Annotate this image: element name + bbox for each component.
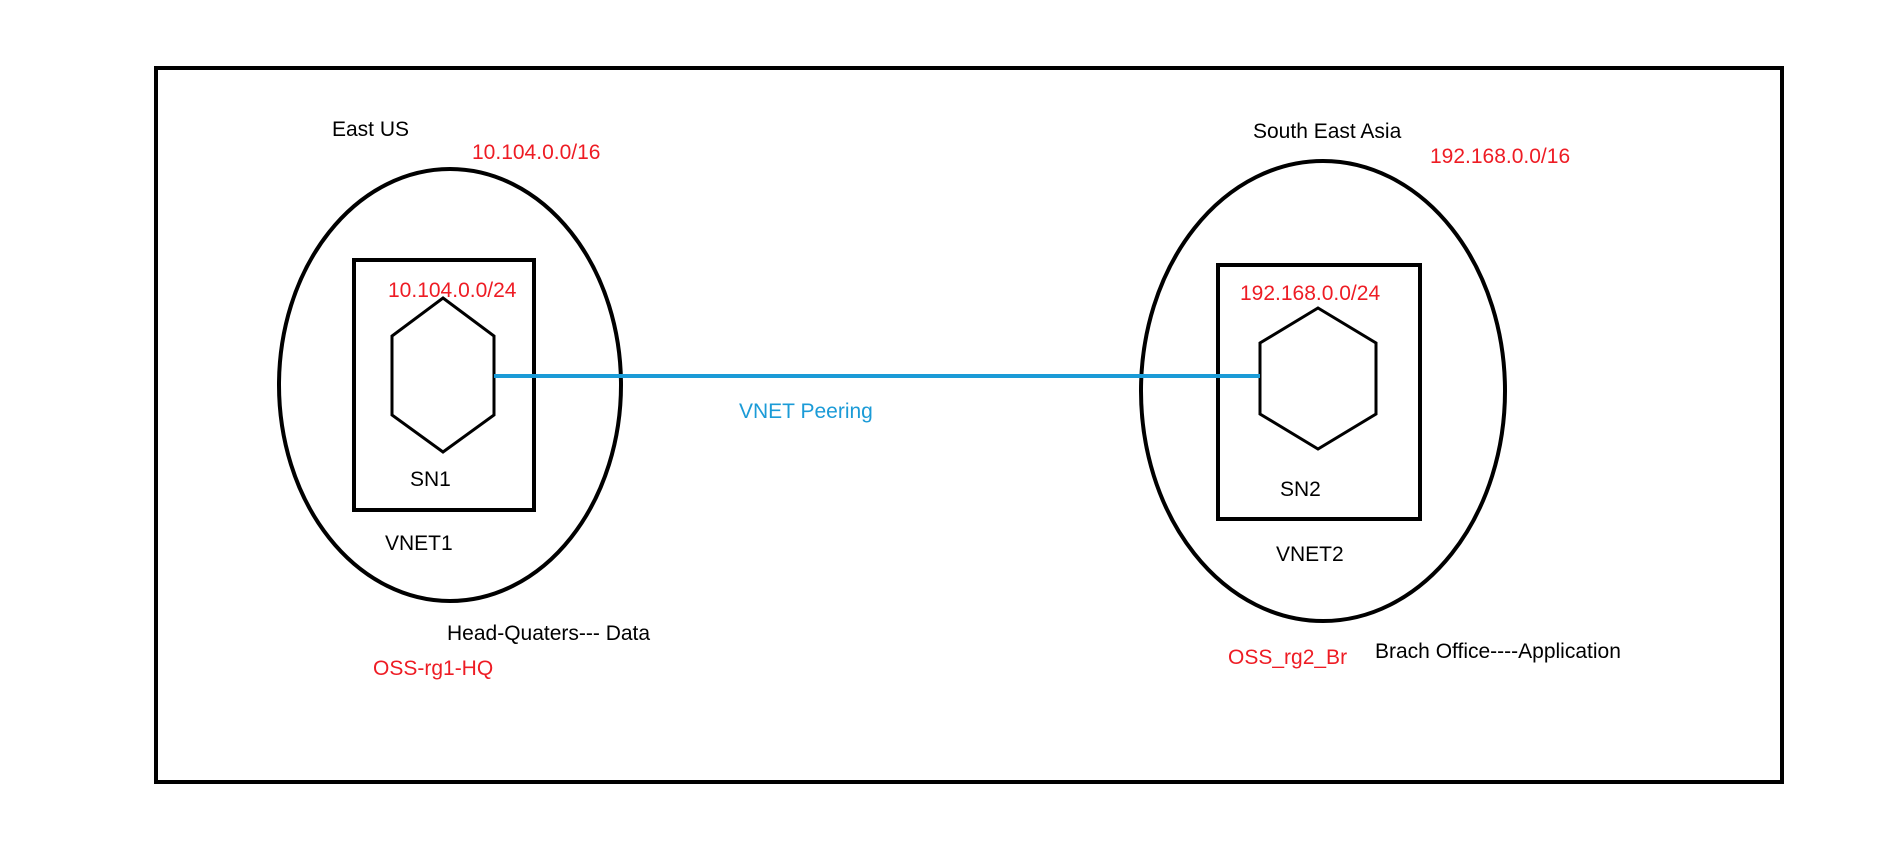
sn2-subnet-box — [1216, 263, 1422, 521]
vnet-peering-label: VNET Peering — [739, 400, 873, 423]
right-vnet-cidr: 192.168.0.0/16 — [1430, 145, 1570, 168]
left-vnet-name: VNET1 — [385, 532, 453, 555]
left-region-label: East US — [332, 118, 409, 141]
right-subnet-cidr: 192.168.0.0/24 — [1240, 282, 1380, 305]
left-vnet-cidr: 10.104.0.0/16 — [472, 141, 600, 164]
left-resource-group: OSS-rg1-HQ — [373, 657, 493, 680]
diagram-frame — [154, 66, 1784, 784]
left-subnet-name: SN1 — [410, 468, 451, 491]
vnet1-ellipse — [277, 167, 623, 603]
vnet2-ellipse — [1139, 159, 1507, 623]
right-vnet-name: VNET2 — [1276, 543, 1344, 566]
left-subnet-cidr: 10.104.0.0/24 — [388, 279, 517, 302]
sn1-subnet-box — [352, 258, 536, 512]
sn1-hexagon-icon — [390, 296, 496, 454]
left-role-label: Head-Quaters--- Data — [447, 622, 650, 645]
right-resource-group: OSS_rg2_Br — [1228, 646, 1347, 669]
right-subnet-name: SN2 — [1280, 478, 1321, 501]
right-region-label: South East Asia — [1253, 120, 1402, 143]
sn2-hexagon-icon — [1258, 306, 1378, 451]
right-role-label: Brach Office----Application — [1375, 640, 1621, 663]
